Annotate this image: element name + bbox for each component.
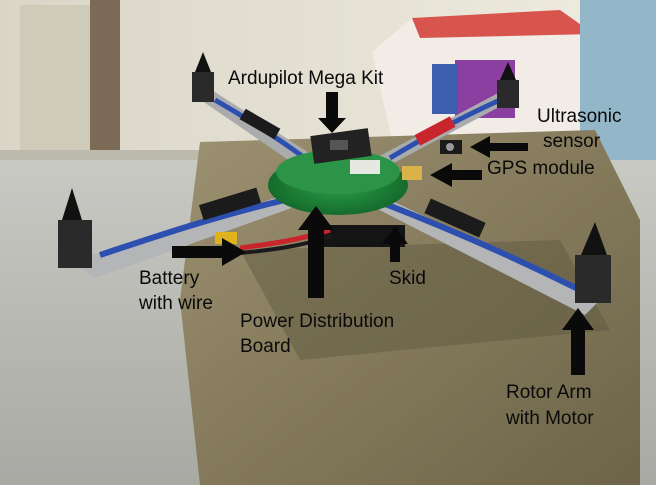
arrow-icon bbox=[298, 206, 334, 298]
motor-rear-left bbox=[192, 52, 214, 102]
rotor-arm-front-left bbox=[70, 195, 300, 278]
rotor-arm-front-right bbox=[360, 195, 600, 315]
door-frame bbox=[90, 0, 120, 175]
arrow-icon bbox=[172, 238, 246, 266]
wire-blue-left bbox=[99, 197, 286, 258]
motor-front-right bbox=[575, 222, 611, 303]
arrow-icon bbox=[470, 136, 528, 158]
label-ardupilot-mega-kit: Ardupilot Mega Kit bbox=[228, 68, 384, 89]
label-ultrasonic-sensor-line2: sensor bbox=[543, 131, 601, 152]
label-gps-module: GPS module bbox=[487, 158, 595, 179]
flight-controller-chip bbox=[330, 140, 348, 150]
table bbox=[180, 130, 640, 485]
esc-left bbox=[198, 187, 262, 221]
label-skid: Skid bbox=[389, 268, 426, 289]
white-module bbox=[350, 160, 380, 174]
esc-rear-right bbox=[414, 116, 456, 146]
skid bbox=[320, 225, 405, 247]
wire-blue-right bbox=[373, 197, 582, 293]
label-battery-line2: with wire bbox=[139, 293, 213, 314]
esc-right bbox=[424, 198, 486, 238]
arrow-icon bbox=[430, 163, 482, 187]
label-ultrasonic-sensor-line1: Ultrasonic bbox=[537, 106, 622, 127]
arrow-icon bbox=[562, 308, 594, 375]
poster-header bbox=[412, 10, 594, 38]
label-power-distribution-line2: Board bbox=[240, 336, 291, 357]
label-power-distribution-line1: Power Distribution bbox=[240, 311, 395, 332]
motor-front-left bbox=[58, 188, 92, 268]
door-panel bbox=[20, 5, 90, 165]
arrow-icon bbox=[382, 226, 408, 262]
label-rotor-arm-line2: with Motor bbox=[506, 408, 594, 429]
quadcopter bbox=[58, 52, 611, 315]
label-rotor-arm-line1: Rotor Arm bbox=[506, 382, 592, 403]
label-battery-line1: Battery bbox=[139, 268, 200, 289]
arrow-icon bbox=[318, 92, 346, 133]
ultrasonic-eye bbox=[446, 143, 454, 151]
motor-rear-right bbox=[497, 62, 519, 108]
annotation-arrows bbox=[172, 92, 594, 375]
gps-module-device bbox=[402, 166, 422, 180]
poster-graphic-2 bbox=[432, 64, 458, 114]
battery-connector bbox=[215, 232, 237, 244]
esc-rear-left bbox=[239, 108, 281, 140]
